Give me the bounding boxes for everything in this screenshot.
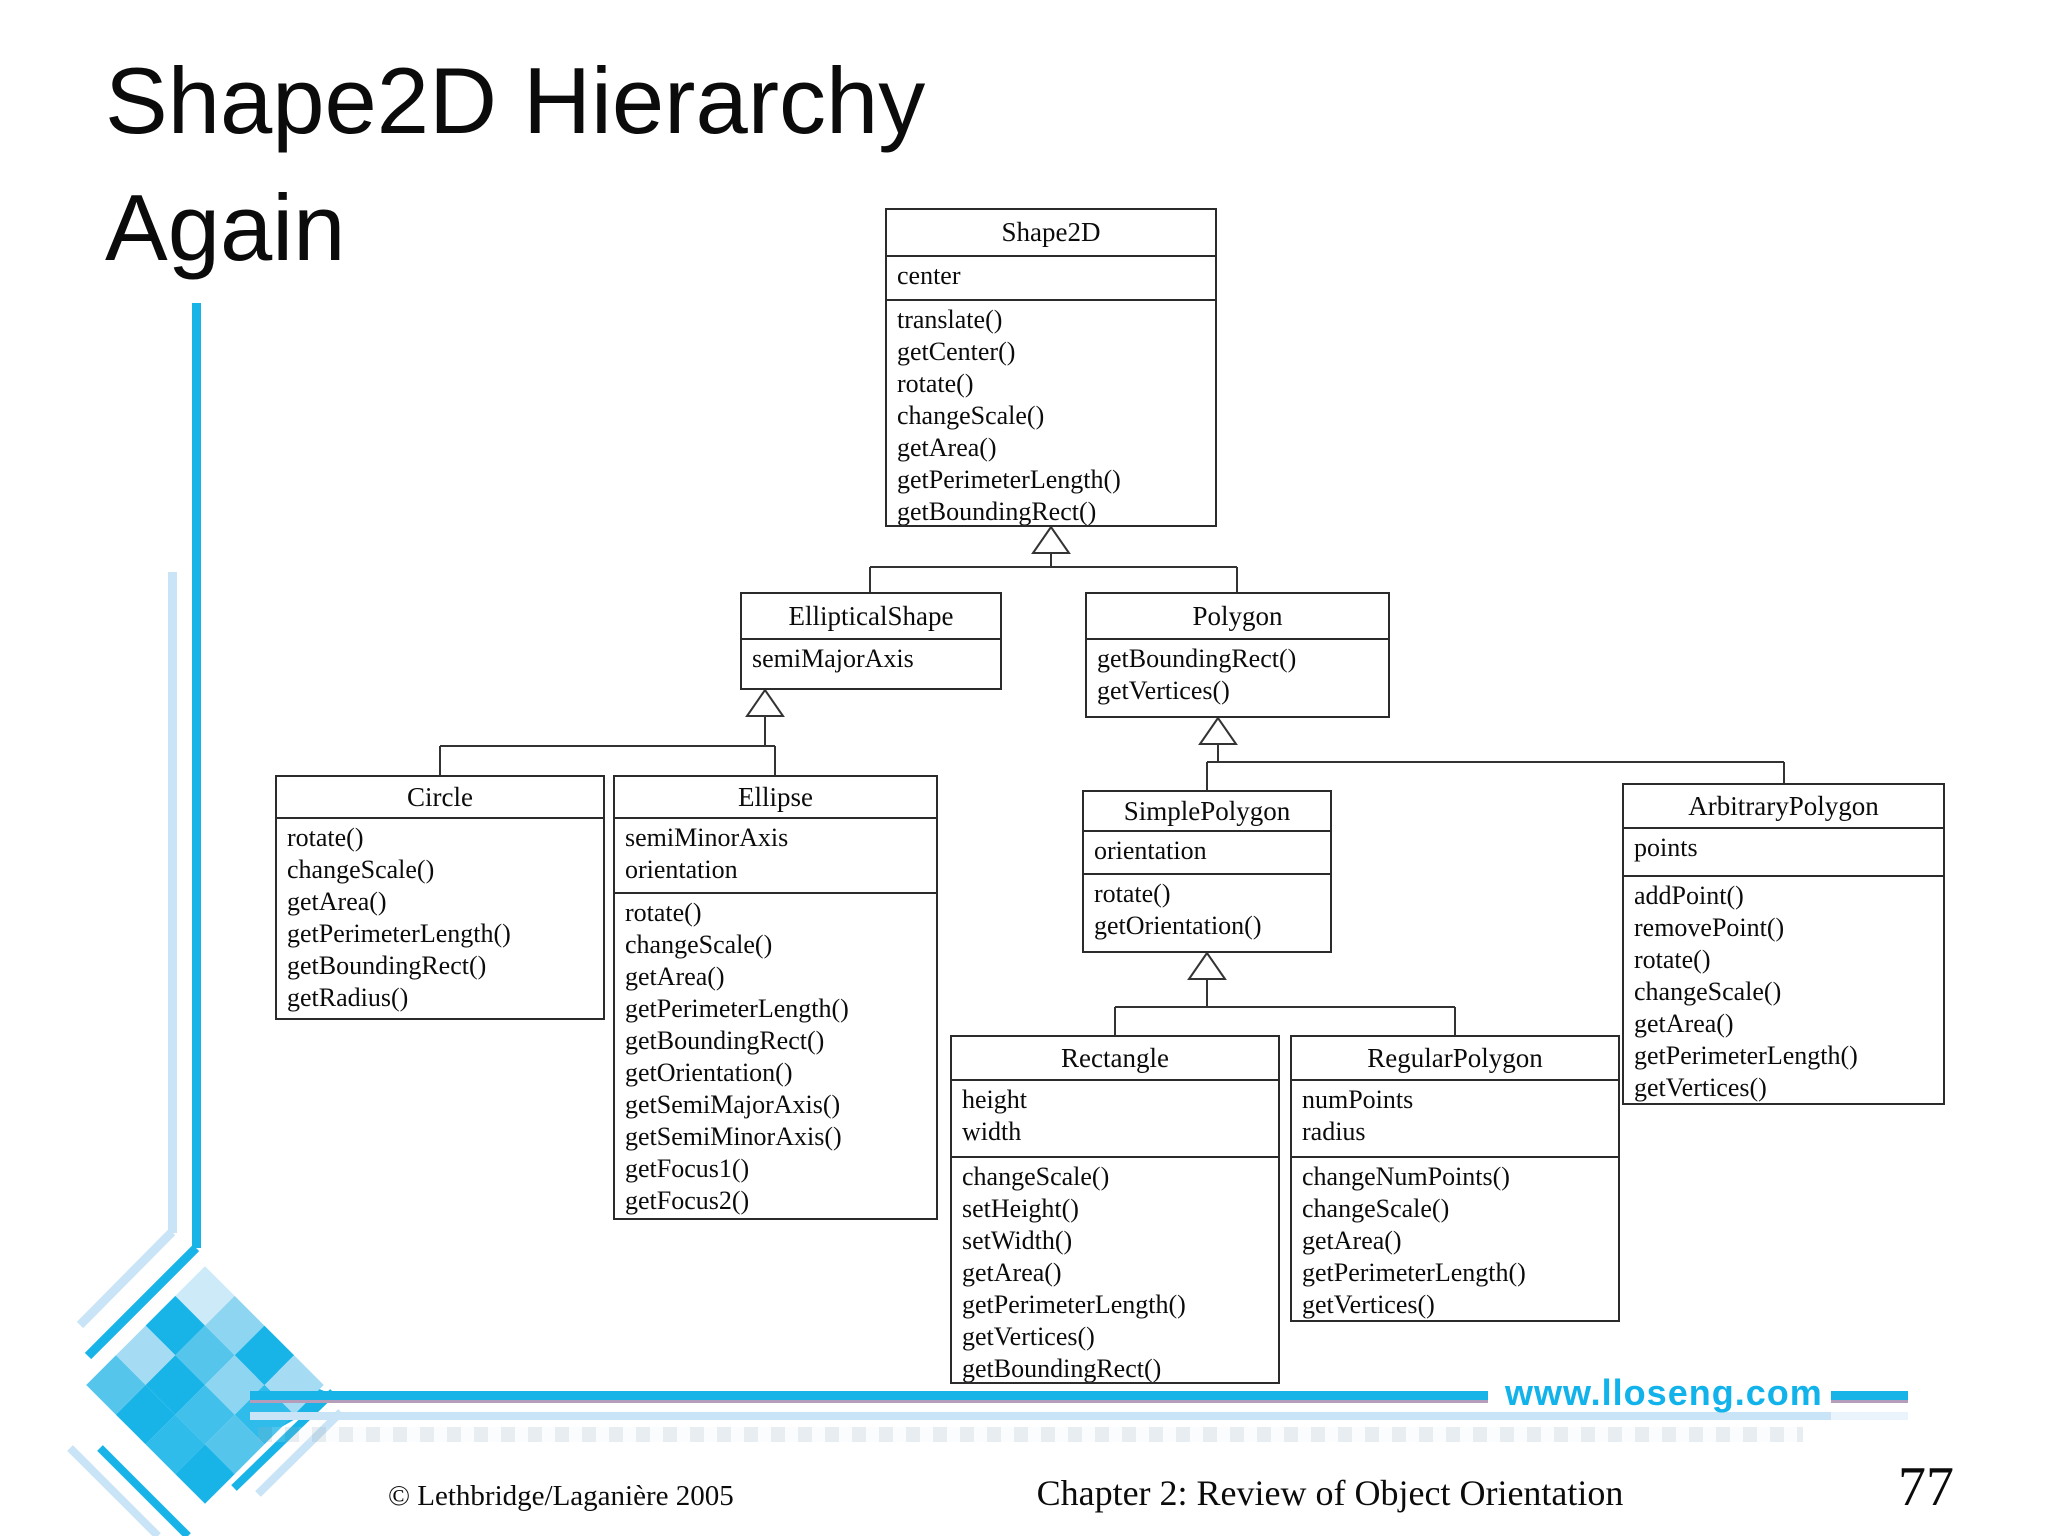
footer-purple-rule [250,1400,1488,1403]
generalization-triangle-shape2d [1031,525,1071,554]
chapter-title: Chapter 2: Review of Object Orientation [1036,1473,1624,1513]
mosaic-tile [86,1355,146,1415]
class-attributes: numPoints radius [1292,1079,1618,1156]
class-methods: rotate() changeScale() getArea() getPeri… [615,892,936,1218]
uml-class-simplepolygon: SimplePolygon orientation rotate() getOr… [1082,790,1332,953]
diagonal-light-line [67,1445,161,1536]
uml-class-ellipse: Ellipse semiMinorAxis orientation rotate… [613,775,938,1220]
vertical-light-bar [168,572,177,1233]
diagonal-accent-line [84,1244,200,1360]
class-methods: addPoint() removePoint() rotate() change… [1624,875,1943,1103]
class-attributes: height width [952,1079,1278,1156]
class-name: Circle [407,781,473,812]
vertical-accent-bar [192,303,201,1248]
diagonal-light-line [76,1228,176,1329]
uml-class-ellipticalshape: EllipticalShape semiMajorAxis [740,592,1002,690]
class-attributes: center [887,255,1215,299]
generalization-triangle-simplepolygon [1187,951,1227,980]
website-link[interactable]: www.lloseng.com [1505,1372,1823,1413]
page-number: 77 [1898,1456,1954,1518]
class-methods: changeNumPoints() changeScale() getArea(… [1292,1156,1618,1320]
class-attributes: semiMajorAxis [742,638,1000,688]
class-methods: rotate() getOrientation() [1084,873,1330,951]
uml-class-shape2d: Shape2D center translate() getCenter() r… [885,208,1217,527]
class-methods: translate() getCenter() rotate() changeS… [887,299,1215,525]
class-attributes: semiMinorAxis orientation [615,817,936,892]
slide-title-line2: Again [105,174,346,280]
footer-accent-dash [1831,1391,1908,1400]
generalization-triangle-polygon [1198,716,1238,745]
class-name: Rectangle [1061,1042,1169,1073]
class-name: RegularPolygon [1367,1042,1543,1073]
class-attributes: points [1624,827,1943,875]
uml-class-circle: Circle rotate() changeScale() getArea() … [275,775,605,1020]
footer-ghost-strip [258,1427,1803,1442]
diagonal-accent-line [97,1445,191,1536]
uml-class-arbitrarypolygon: ArbitraryPolygon points addPoint() remov… [1622,783,1945,1105]
slide-title-line1: Shape2D Hierarchy [105,48,926,153]
generalization-triangle-ellipticalshape [745,688,785,717]
uml-class-polygon: Polygon getBoundingRect() getVertices() [1085,592,1390,718]
class-name: Ellipse [738,781,813,812]
footer-pale-rule [1831,1412,1908,1420]
footer-accent-rule [250,1391,1488,1400]
diagonal-accent-line [231,1389,336,1491]
class-name: SimplePolygon [1123,795,1291,826]
copyright-text: © Lethbridge/Laganière 2005 [388,1480,734,1512]
class-methods: getBoundingRect() getVertices() [1087,638,1388,716]
class-methods: changeScale() setHeight() setWidth() get… [952,1156,1278,1382]
class-name: Shape2D [1001,217,1101,247]
footer-light-rule [250,1412,1831,1420]
class-attributes: orientation [1084,830,1330,873]
class-name: ArbitraryPolygon [1688,790,1879,821]
class-name: EllipticalShape [788,600,954,631]
footer-purple-dash [1831,1400,1908,1403]
uml-class-rectangle: Rectangle height width changeScale() set… [950,1035,1280,1384]
class-name: Polygon [1192,600,1283,631]
slide-title: Shape2D Hierarchy Again [105,38,925,292]
diagonal-light-line [255,1409,344,1497]
class-methods: rotate() changeScale() getArea() getPeri… [277,817,603,1018]
uml-class-regularpolygon: RegularPolygon numPoints radius changeNu… [1290,1035,1620,1322]
